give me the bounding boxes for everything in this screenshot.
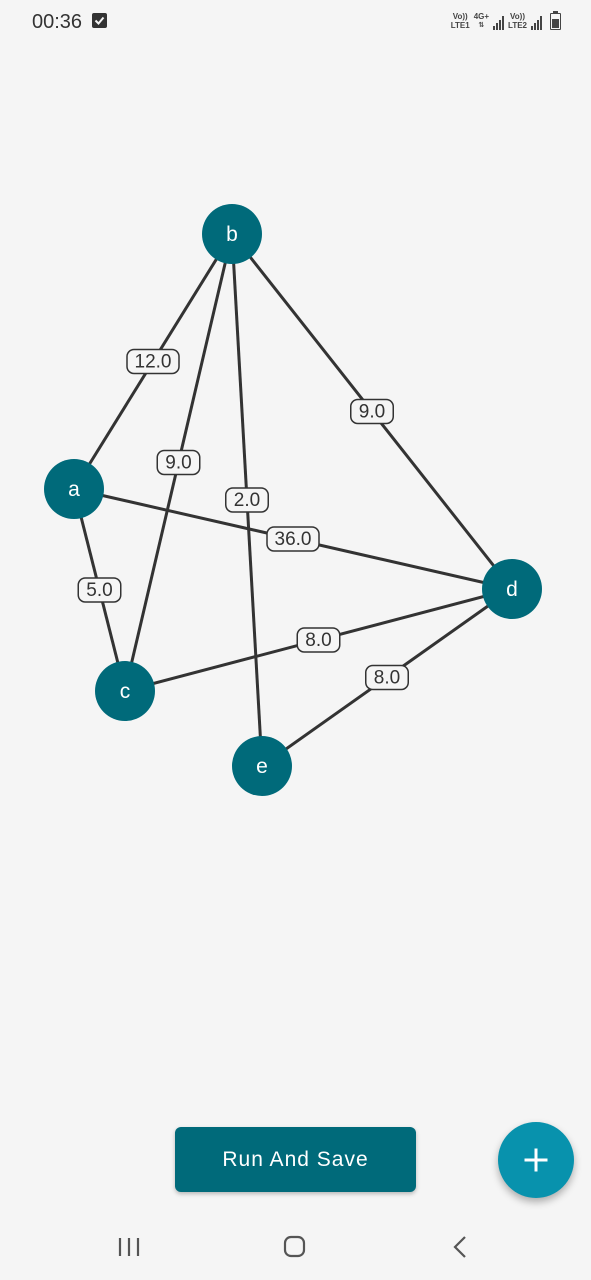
back-icon[interactable] bbox=[440, 1233, 480, 1263]
edge-weight-text: 2.0 bbox=[234, 490, 260, 511]
node-b[interactable]: b bbox=[202, 204, 262, 264]
node-label: d bbox=[506, 578, 518, 601]
status-bar: 00:36 Vo)) LTE1 4G+ ⇅ Vo)) LTE2 bbox=[0, 0, 591, 46]
signal-strength-icon bbox=[531, 16, 542, 30]
edge-weight-label[interactable]: 12.0 bbox=[126, 348, 180, 375]
edge-weight-label[interactable]: 8.0 bbox=[365, 664, 409, 691]
node-label: a bbox=[68, 478, 80, 501]
sim2-indicator: Vo)) LTE2 bbox=[508, 12, 527, 30]
graph-canvas[interactable]: 12.0 9.0 2.0 9.0 36.0 5.0 8.0 8.0 b a d c e bbox=[0, 0, 591, 1100]
battery-icon bbox=[550, 11, 561, 30]
edge-weight-text: 12.0 bbox=[135, 352, 172, 373]
edge-weight-text: 5.0 bbox=[86, 580, 112, 601]
edge-weight-label[interactable]: 5.0 bbox=[77, 577, 122, 603]
signal-strength-icon bbox=[493, 16, 505, 30]
node-label: c bbox=[120, 680, 131, 703]
add-node-button[interactable] bbox=[498, 1122, 574, 1198]
edge-weight-label[interactable]: 36.0 bbox=[266, 526, 320, 552]
node-a[interactable]: a bbox=[44, 459, 104, 519]
edge-weight-text: 8.0 bbox=[305, 630, 331, 651]
edge-weight-text: 8.0 bbox=[374, 668, 400, 689]
edge-weight-text: 9.0 bbox=[359, 402, 385, 423]
status-time: 00:36 bbox=[32, 11, 83, 33]
edge-weight-label[interactable]: 2.0 bbox=[225, 487, 269, 513]
node-label: b bbox=[226, 223, 238, 246]
checkbox-notification-icon bbox=[92, 13, 107, 28]
network-type: 4G+ ⇅ bbox=[473, 12, 490, 29]
navigation-bar bbox=[0, 1215, 591, 1280]
edge-weight-label[interactable]: 9.0 bbox=[156, 449, 201, 476]
edge-weight-text: 36.0 bbox=[275, 529, 312, 550]
node-e[interactable]: e bbox=[232, 736, 292, 796]
status-indicators: Vo)) LTE1 4G+ ⇅ Vo)) LTE2 bbox=[450, 11, 561, 30]
nodes-layer: b a d c e bbox=[44, 204, 542, 796]
recent-apps-icon[interactable] bbox=[109, 1233, 149, 1263]
edge-labels-layer: 12.0 9.0 2.0 9.0 36.0 5.0 8.0 8.0 bbox=[77, 348, 409, 691]
node-c[interactable]: c bbox=[95, 661, 155, 721]
edge-weight-label[interactable]: 8.0 bbox=[296, 627, 341, 653]
edge-weight-text: 9.0 bbox=[165, 453, 191, 474]
sim1-indicator: Vo)) LTE1 bbox=[450, 12, 470, 30]
home-icon[interactable] bbox=[274, 1233, 314, 1263]
run-and-save-button[interactable]: Run And Save bbox=[175, 1127, 416, 1192]
node-d[interactable]: d bbox=[482, 559, 542, 619]
node-label: e bbox=[256, 755, 268, 778]
edge-weight-label[interactable]: 9.0 bbox=[350, 398, 394, 425]
plus-icon bbox=[524, 1148, 548, 1172]
